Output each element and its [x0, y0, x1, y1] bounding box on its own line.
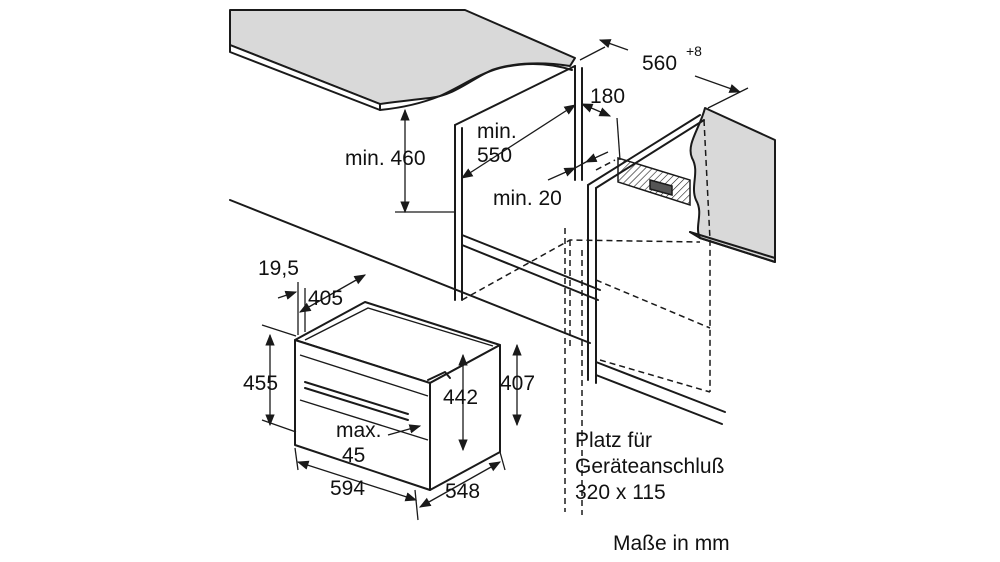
label-180: 180 — [590, 85, 625, 108]
label-min-460: min. 460 — [345, 147, 426, 170]
label-19-5: 19,5 — [258, 257, 299, 280]
note-line-2: Geräteanschluß — [575, 455, 724, 478]
label-560: 560 — [642, 52, 677, 75]
dim-455 — [261, 324, 297, 433]
label-594: 594 — [330, 477, 365, 500]
appliance — [294, 301, 501, 491]
dim-180 — [580, 100, 621, 161]
note-line-3: 320 x 115 — [575, 481, 666, 504]
dim-460 — [395, 108, 455, 214]
label-407: 407 — [500, 372, 535, 395]
label-max-45-line1: max. — [336, 419, 382, 442]
cabinet-frame — [229, 65, 726, 425]
label-442: 442 — [443, 386, 478, 409]
worktop-right — [689, 107, 776, 263]
label-560-tolerance: +8 — [686, 43, 702, 59]
dim-548 — [418, 451, 506, 508]
label-max-45-line2: 45 — [342, 444, 365, 467]
label-min-550-line2: 550 — [477, 144, 512, 167]
dim-560 — [579, 39, 749, 109]
label-548: 548 — [445, 480, 480, 503]
dim-19-5-405 — [277, 274, 367, 335]
label-455: 455 — [243, 372, 278, 395]
dim-max45 — [387, 424, 422, 436]
label-405: 405 — [308, 287, 343, 310]
dim-550 — [461, 104, 576, 179]
units-note: Maße in mm — [613, 532, 730, 555]
dim-594 — [294, 447, 419, 521]
label-min-550-line1: min. — [477, 120, 517, 143]
connection-box — [617, 156, 691, 207]
installation-volume-dashed — [461, 119, 711, 515]
dim-20 — [547, 151, 609, 181]
worktop-left — [229, 9, 576, 111]
note-line-1: Platz für — [575, 429, 652, 452]
label-min-20: min. 20 — [493, 187, 562, 210]
